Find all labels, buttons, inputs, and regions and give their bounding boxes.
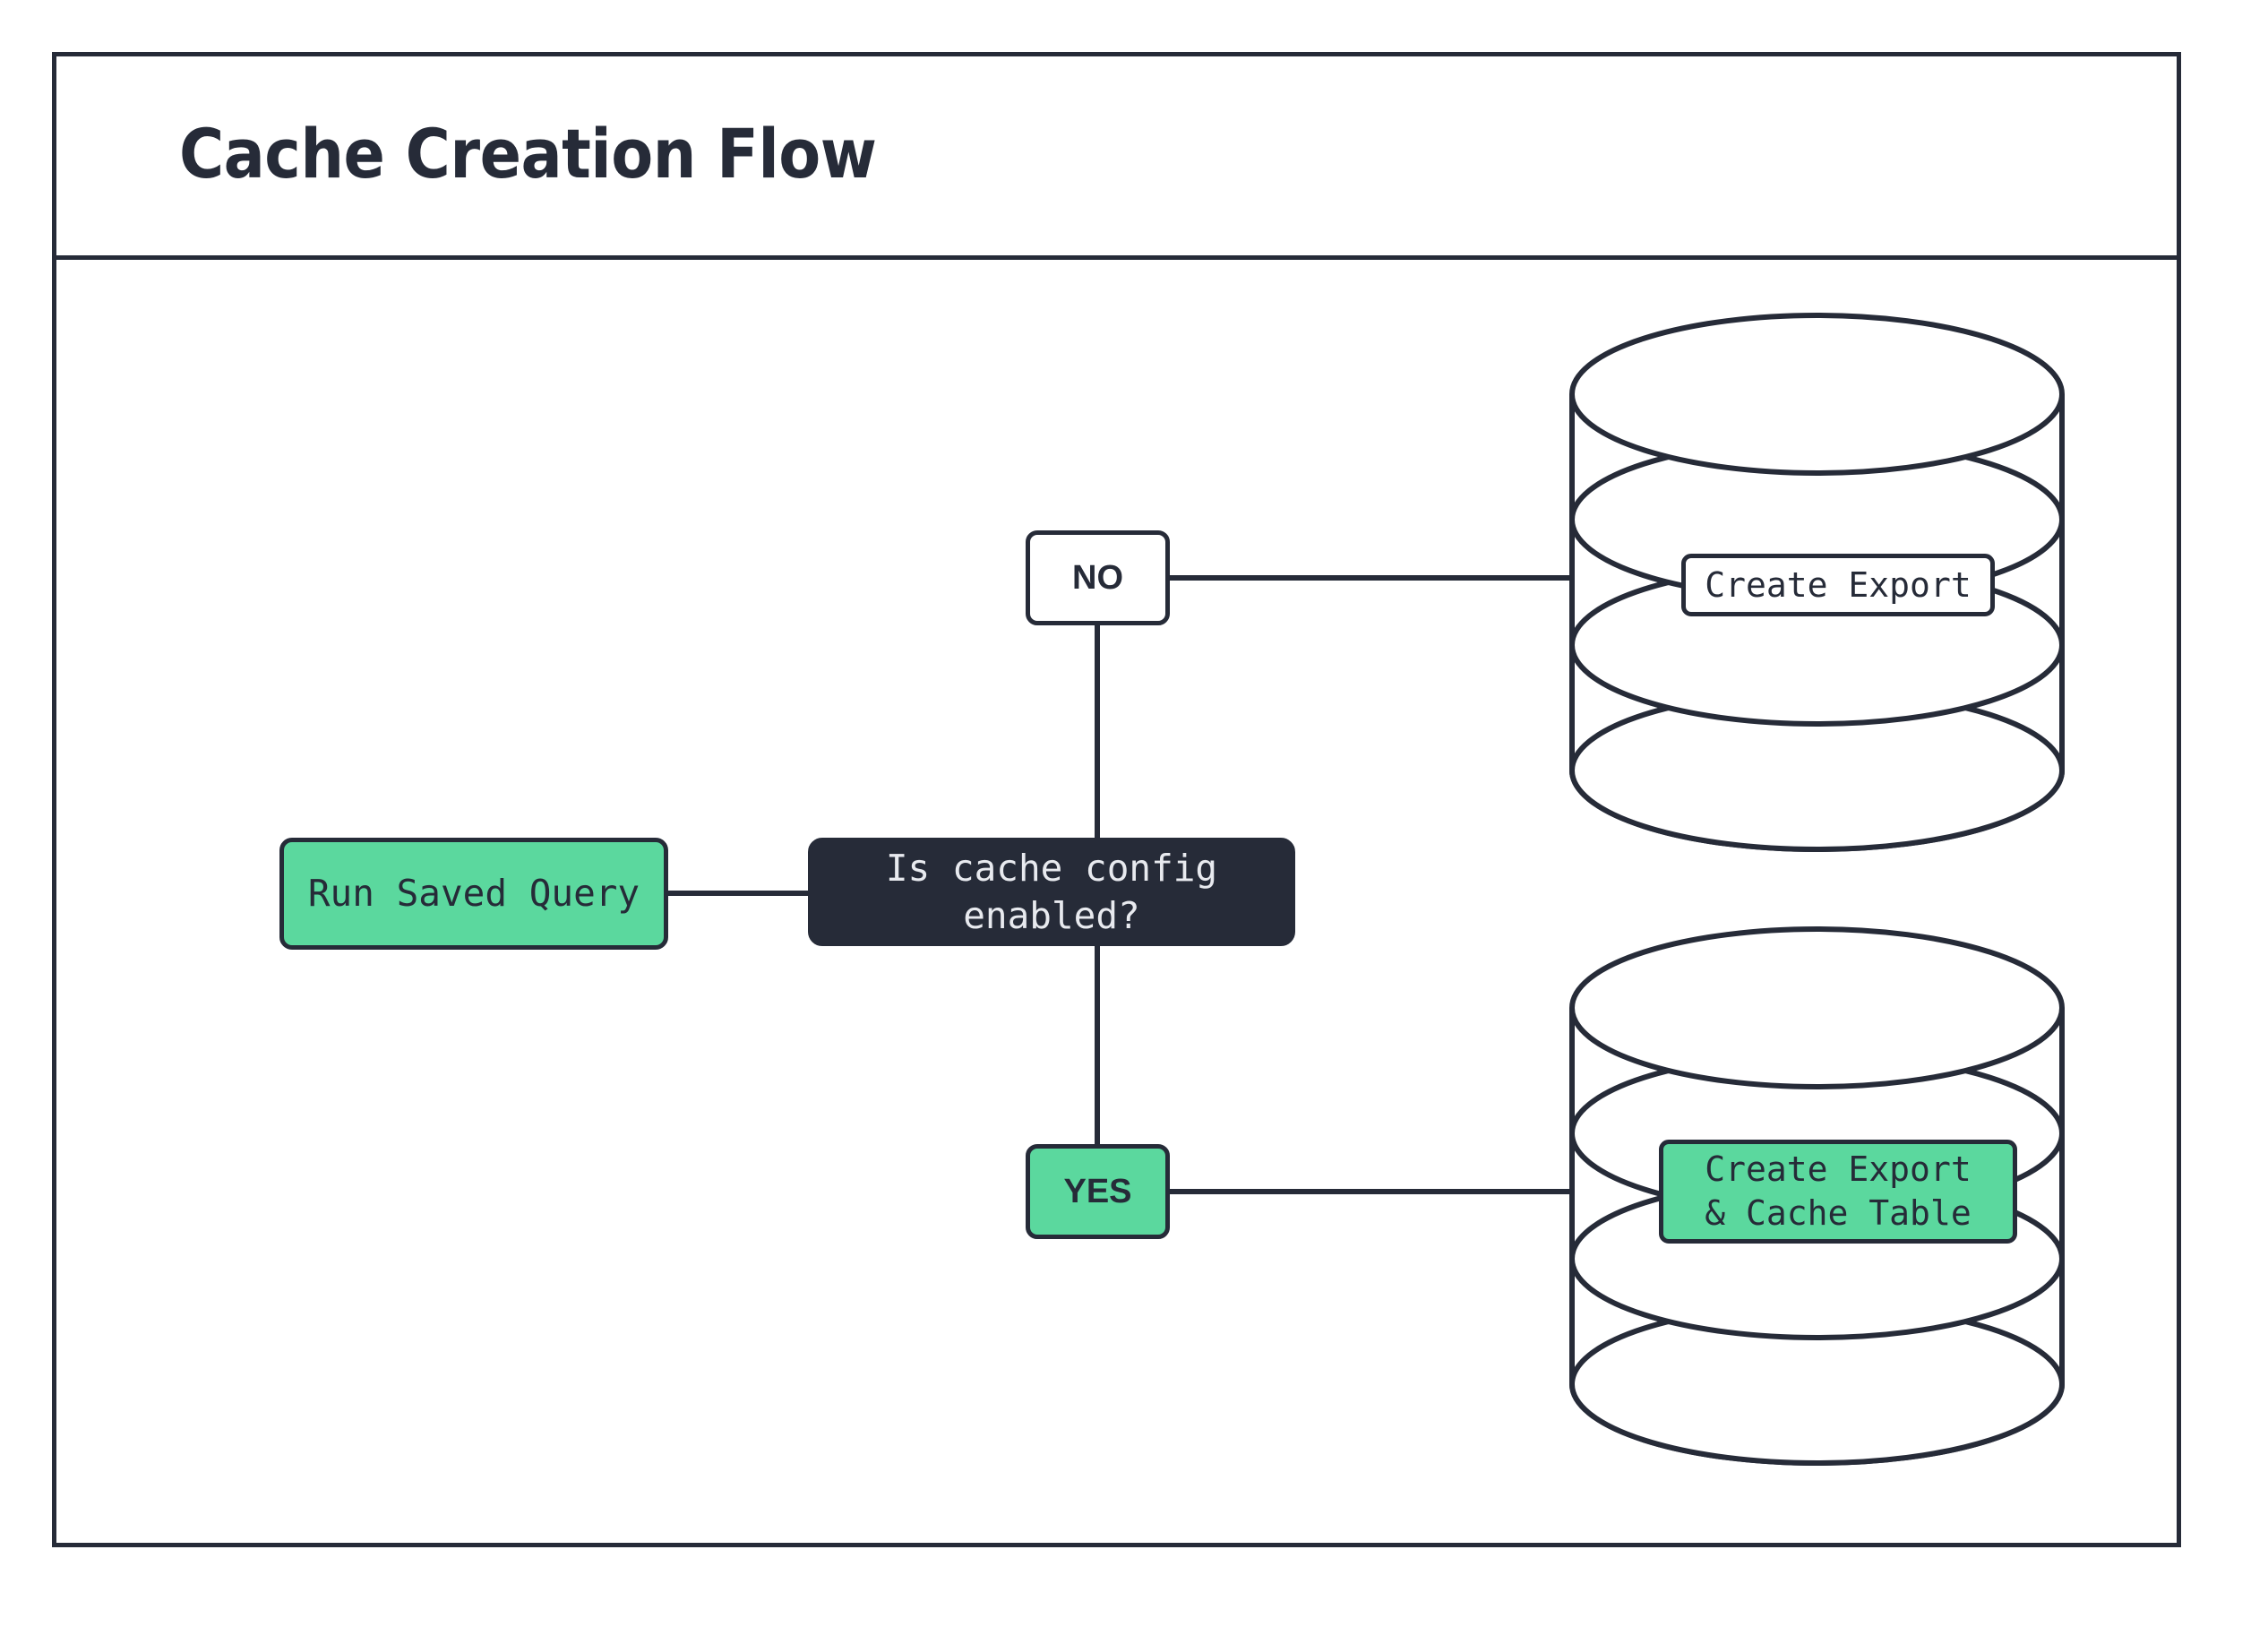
node-run-saved-query[interactable]: Run Saved Query — [279, 838, 668, 950]
diagram-title-bar: Cache Creation Flow — [52, 52, 2181, 260]
node-branch-yes[interactable]: YES — [1026, 1144, 1170, 1239]
node-branch-no[interactable]: NO — [1026, 530, 1170, 625]
diagram-frame — [52, 52, 2181, 1547]
node-create-export-and-cache-table-label[interactable]: Create Export & Cache Table — [1659, 1140, 2017, 1244]
node-decision-is-cache-config-enabled[interactable]: Is cache config enabled? — [808, 838, 1295, 946]
page-title: Cache Creation Flow — [179, 114, 877, 194]
node-create-export-label[interactable]: Create Export — [1681, 554, 1995, 616]
